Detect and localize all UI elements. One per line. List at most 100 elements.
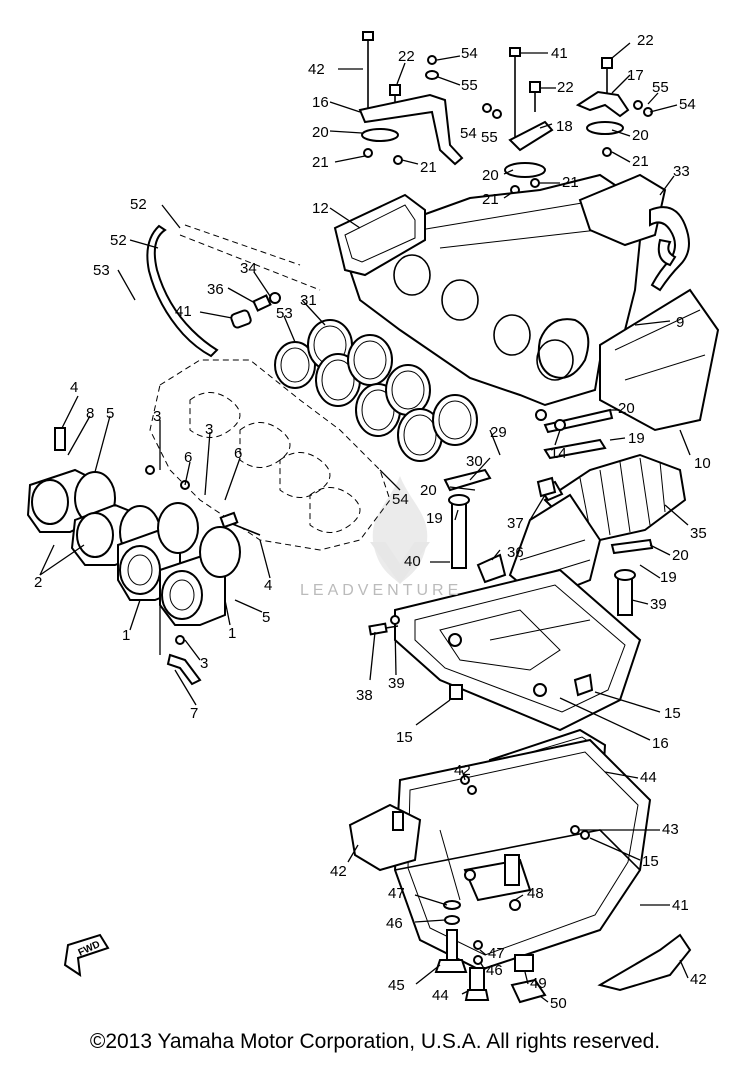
callout-21: 21 <box>312 154 329 171</box>
callout-54: 54 <box>461 45 478 62</box>
callout-28: 30 <box>466 453 483 470</box>
callout-5: 5 <box>106 405 114 422</box>
callout-43: 44 <box>640 769 657 786</box>
callout-19c: 19 <box>660 569 677 586</box>
screw-15 <box>449 684 463 700</box>
callout-22: 22 <box>398 48 415 65</box>
callout-12: 14 <box>550 445 567 462</box>
callout-1: 1 <box>122 627 130 644</box>
callout-15b: 16 <box>652 735 669 752</box>
callout-53b: 54 <box>392 491 409 508</box>
callout-39: 41 <box>672 897 689 914</box>
callout-55b: 55 <box>652 79 669 96</box>
callout-3b: 3 <box>205 421 213 438</box>
callout-22b: 22 <box>557 79 574 96</box>
callout-30: 33 <box>673 163 690 180</box>
callout-4: 4 <box>70 379 78 396</box>
callout-13: 15 <box>664 705 681 722</box>
drain-parts <box>434 900 547 1004</box>
callout-20: 20 <box>312 124 329 141</box>
hose-51 <box>146 224 219 358</box>
callout-18: 18 <box>556 118 573 135</box>
callout-52: 52 <box>130 196 147 213</box>
engine-block <box>149 224 391 551</box>
airbox-lower <box>348 738 652 972</box>
callout-8: 8 <box>86 405 94 422</box>
callout-45: 45 <box>388 977 405 994</box>
callout-11: 12 <box>312 200 329 217</box>
callout-41: 42 <box>330 863 347 880</box>
callout-21e: 21 <box>482 191 499 208</box>
callout-21c: 21 <box>632 153 649 170</box>
callout-32: 36 <box>207 281 224 298</box>
callout-54b: 54 <box>679 96 696 113</box>
watermark-logo-icon <box>370 476 430 584</box>
callout-16: 16 <box>312 94 329 111</box>
breather-30 <box>578 173 690 292</box>
callout-42: 42 <box>454 762 471 779</box>
manifolds <box>26 427 261 686</box>
airbox-base-13 <box>394 476 642 732</box>
callout-40: 42 <box>690 971 707 988</box>
callout-38: 41 <box>175 303 192 320</box>
callout-44: 44 <box>432 987 449 1004</box>
callout-17: 17 <box>627 67 644 84</box>
callout-29: 31 <box>300 292 317 309</box>
callout-4b: 4 <box>264 577 272 594</box>
callout-6b: 6 <box>234 445 242 462</box>
callout-52b: 53 <box>93 262 110 279</box>
callout-14: 15 <box>642 853 659 870</box>
callout-36: 38 <box>356 687 373 704</box>
callout-2: 2 <box>34 574 42 591</box>
callout-23: 39 <box>650 596 667 613</box>
callout-20c: 20 <box>482 167 499 184</box>
fwd-arrow-icon: FWD <box>63 933 110 978</box>
callout-47: 47 <box>388 885 405 902</box>
gasket-11 <box>333 193 426 277</box>
callout-7: 7 <box>190 705 198 722</box>
callout-3c: 3 <box>200 655 208 672</box>
callout-19b: 19 <box>426 510 443 527</box>
callout-20e: 20 <box>420 482 437 499</box>
callout-25: 41 <box>551 45 568 62</box>
callout-46b: 46 <box>486 962 503 979</box>
callout-55: 55 <box>461 77 478 94</box>
callout-19: 19 <box>628 430 645 447</box>
callout-48: 48 <box>527 885 544 902</box>
callout-54c: 54 <box>460 125 477 142</box>
callout-1b: 1 <box>228 625 236 642</box>
intake-duct-33 <box>508 453 687 602</box>
callout-47b: 47 <box>488 945 505 962</box>
callout-33: 35 <box>690 525 707 542</box>
callout-9: 9 <box>676 314 684 331</box>
cover-40 <box>597 933 692 992</box>
tubes <box>443 408 654 616</box>
callout-20d: 20 <box>618 400 635 417</box>
callout-50: 50 <box>550 995 567 1012</box>
callout-26: 42 <box>308 61 325 78</box>
callout-51: 52 <box>110 232 127 249</box>
callout-49: 49 <box>530 975 547 992</box>
callout-labels: 42 22 54 55 41 22 22 17 55 54 16 54 55 1… <box>34 32 711 1012</box>
callout-10: 10 <box>694 455 711 472</box>
callout-46: 46 <box>386 915 403 932</box>
callout-35: 37 <box>507 515 524 532</box>
callout-5b: 5 <box>262 609 270 626</box>
callout-55c: 55 <box>481 129 498 146</box>
copyright-footer: ©2013 Yamaha Motor Corporation, U.S.A. A… <box>89 1030 661 1053</box>
callout-27: 29 <box>490 424 507 441</box>
small-fittings <box>230 292 281 329</box>
callout-42b: 43 <box>662 821 679 838</box>
callout-37: 39 <box>388 675 405 692</box>
leader-lines <box>39 42 691 1003</box>
callout-15: 15 <box>396 729 413 746</box>
callout-24: 40 <box>404 553 421 570</box>
callout-21b: 21 <box>420 159 437 176</box>
callout-3: 3 <box>153 408 161 425</box>
watermark-text: LEADVENTURE <box>300 582 463 599</box>
callout-6: 6 <box>184 449 192 466</box>
callout-20f: 20 <box>672 547 689 564</box>
callout-22c: 22 <box>637 32 654 49</box>
callout-21d: 21 <box>562 174 579 191</box>
